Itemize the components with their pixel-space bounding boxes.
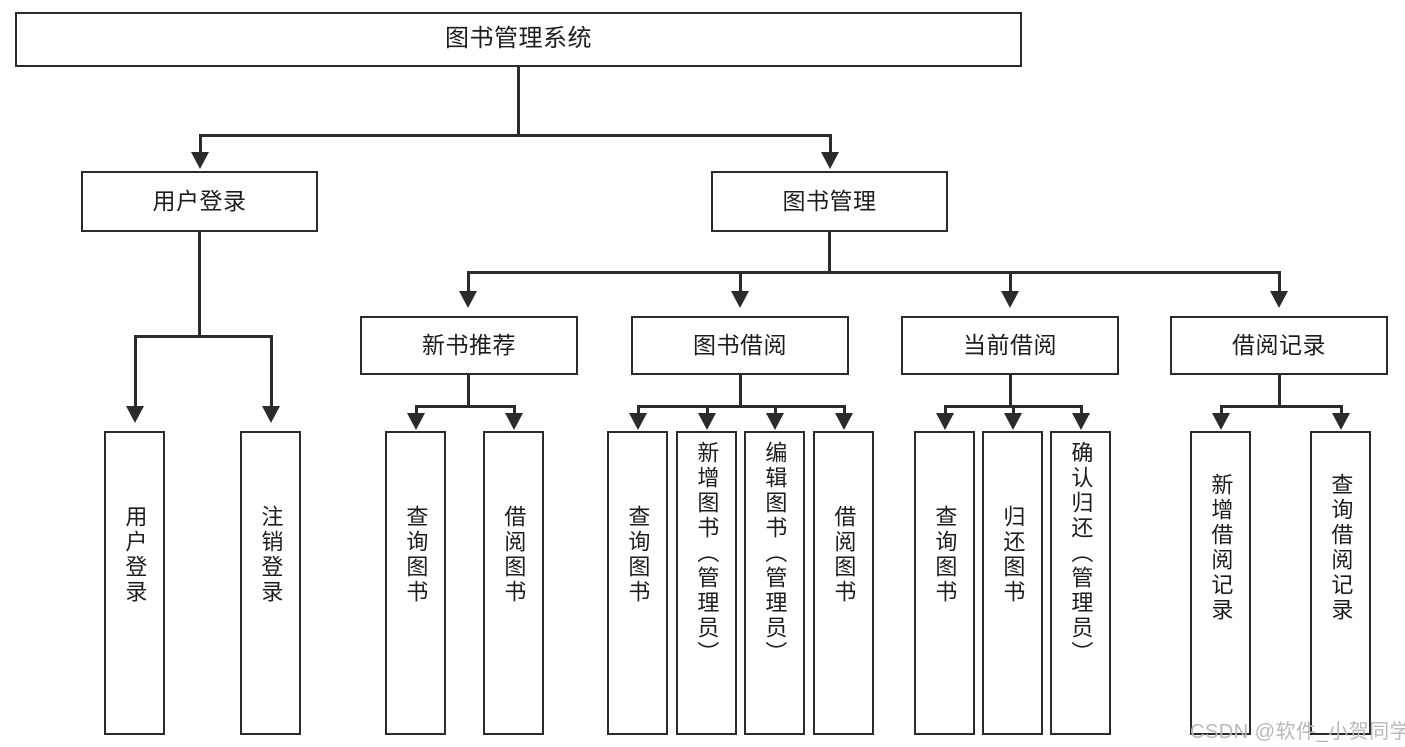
node-label: 查询图书: [932, 505, 958, 605]
arrow-nbr-to-leaf-1: [407, 413, 425, 430]
arrow-cb-to-leaf-2: [1004, 413, 1022, 430]
watermark-csdn: CSDN @软件_小贺同学: [1190, 721, 1405, 743]
arrow-bm-to-borrow-record: [1270, 291, 1288, 308]
node-leaf-edit-book-admin[interactable]: 编辑图书（管理员）: [744, 431, 805, 735]
edge-user-login-to-leaf-2: [270, 335, 273, 408]
arrow-cb-to-leaf-1: [936, 413, 954, 430]
node-label: 新书推荐: [422, 331, 516, 358]
node-current-borrow[interactable]: 当前借阅: [901, 316, 1119, 375]
arrow-root-to-book-management: [821, 152, 839, 169]
edge-br-stem: [1278, 375, 1281, 405]
node-label: 归还图书: [1000, 505, 1026, 605]
node-label: 用户登录: [122, 505, 148, 605]
edge-cb-stem: [1009, 375, 1012, 405]
node-leaf-confirm-return-admin[interactable]: 确认归还（管理员）: [1050, 431, 1111, 735]
node-label: 图书借阅: [693, 331, 787, 358]
arrow-bm-to-book-borrow: [731, 291, 749, 308]
node-root-book-management-system[interactable]: 图书管理系统: [15, 12, 1022, 67]
arrow-user-login-to-leaf-2: [262, 406, 280, 423]
edge-bb-bus: [637, 405, 846, 408]
edge-root-stem: [517, 67, 520, 134]
node-leaf-add-book-admin[interactable]: 新增图书（管理员）: [676, 431, 737, 735]
edge-br-to-leaf-2: [1340, 405, 1343, 415]
node-leaf-query-book-bb[interactable]: 查询图书: [607, 431, 668, 735]
node-label: 查询借阅记录: [1328, 473, 1354, 623]
edge-nbr-stem: [467, 375, 470, 405]
edge-book-management-bus: [467, 271, 1280, 274]
node-leaf-return-book[interactable]: 归还图书: [982, 431, 1043, 735]
edge-bm-to-borrow-record: [1278, 271, 1281, 293]
node-label: 用户登录: [152, 187, 247, 214]
node-label: 图书管理: [782, 187, 877, 214]
node-label: 借阅图书: [831, 505, 857, 605]
node-label: 查询图书: [403, 505, 429, 605]
arrow-bm-to-current-borrow: [1001, 291, 1019, 308]
node-new-book-recommend[interactable]: 新书推荐: [360, 316, 578, 375]
node-leaf-add-borrow-record[interactable]: 新增借阅记录: [1190, 431, 1251, 735]
edge-cb-to-leaf-1: [944, 405, 947, 415]
node-book-management[interactable]: 图书管理: [711, 171, 948, 232]
arrow-bb-to-leaf-1: [629, 413, 647, 430]
node-leaf-query-borrow-record[interactable]: 查询借阅记录: [1310, 431, 1371, 735]
edge-br-bus: [1220, 405, 1343, 408]
edge-bb-to-leaf-3: [774, 405, 777, 415]
edge-user-login-stem: [198, 232, 201, 335]
node-user-login[interactable]: 用户登录: [81, 171, 318, 232]
node-label: 编辑图书（管理员）: [762, 441, 788, 666]
arrow-nbr-to-leaf-2: [505, 413, 523, 430]
edge-user-login-bus: [134, 335, 272, 338]
arrow-root-to-user-login: [191, 152, 209, 169]
node-label: 借阅记录: [1232, 331, 1326, 358]
edge-bb-to-leaf-2: [706, 405, 709, 415]
arrow-br-to-leaf-1: [1212, 413, 1230, 430]
node-label: 当前借阅: [963, 331, 1057, 358]
edge-root-to-book-management: [829, 134, 832, 154]
arrow-bb-to-leaf-3: [766, 413, 784, 430]
node-leaf-user-login[interactable]: 用户登录: [104, 431, 165, 735]
arrow-cb-to-leaf-3: [1072, 413, 1090, 430]
node-leaf-query-book-nbr[interactable]: 查询图书: [385, 431, 446, 735]
edge-root-to-user-login: [199, 134, 202, 154]
edge-user-login-to-leaf-1: [134, 335, 137, 408]
edge-bb-to-leaf-1: [637, 405, 640, 415]
arrow-bb-to-leaf-2: [698, 413, 716, 430]
node-book-borrow[interactable]: 图书借阅: [631, 316, 849, 375]
node-label: 新增图书（管理员）: [694, 441, 720, 666]
edge-book-management-stem: [828, 232, 831, 271]
edge-nbr-bus: [415, 405, 516, 408]
arrow-bm-to-new-book: [459, 291, 477, 308]
edge-nbr-to-leaf-2: [513, 405, 516, 415]
node-label: 借阅图书: [501, 505, 527, 605]
node-leaf-query-book-cb[interactable]: 查询图书: [914, 431, 975, 735]
edge-nbr-to-leaf-1: [415, 405, 418, 415]
edge-bm-to-new-book: [467, 271, 470, 293]
node-label: 新增借阅记录: [1208, 473, 1234, 623]
node-leaf-logout[interactable]: 注销登录: [240, 431, 301, 735]
node-leaf-borrow-book-bb[interactable]: 借阅图书: [813, 431, 874, 735]
node-borrow-record[interactable]: 借阅记录: [1170, 316, 1388, 375]
node-label: 查询图书: [625, 505, 651, 605]
node-label: 确认归还（管理员）: [1068, 441, 1094, 666]
edge-cb-to-leaf-2: [1012, 405, 1015, 415]
arrow-br-to-leaf-2: [1332, 413, 1350, 430]
edge-root-bus: [199, 134, 832, 137]
edge-cb-to-leaf-3: [1080, 405, 1083, 415]
node-label: 图书管理系统: [445, 25, 592, 53]
node-leaf-borrow-book-nbr[interactable]: 借阅图书: [483, 431, 544, 735]
edge-bm-to-book-borrow: [739, 271, 742, 293]
edge-bb-stem: [739, 375, 742, 405]
node-label: 注销登录: [258, 505, 284, 605]
arrow-user-login-to-leaf-1: [126, 406, 144, 423]
arrow-bb-to-leaf-4: [835, 413, 853, 430]
edge-br-to-leaf-1: [1220, 405, 1223, 415]
edge-bm-to-current-borrow: [1009, 271, 1012, 293]
edge-bb-to-leaf-4: [843, 405, 846, 415]
